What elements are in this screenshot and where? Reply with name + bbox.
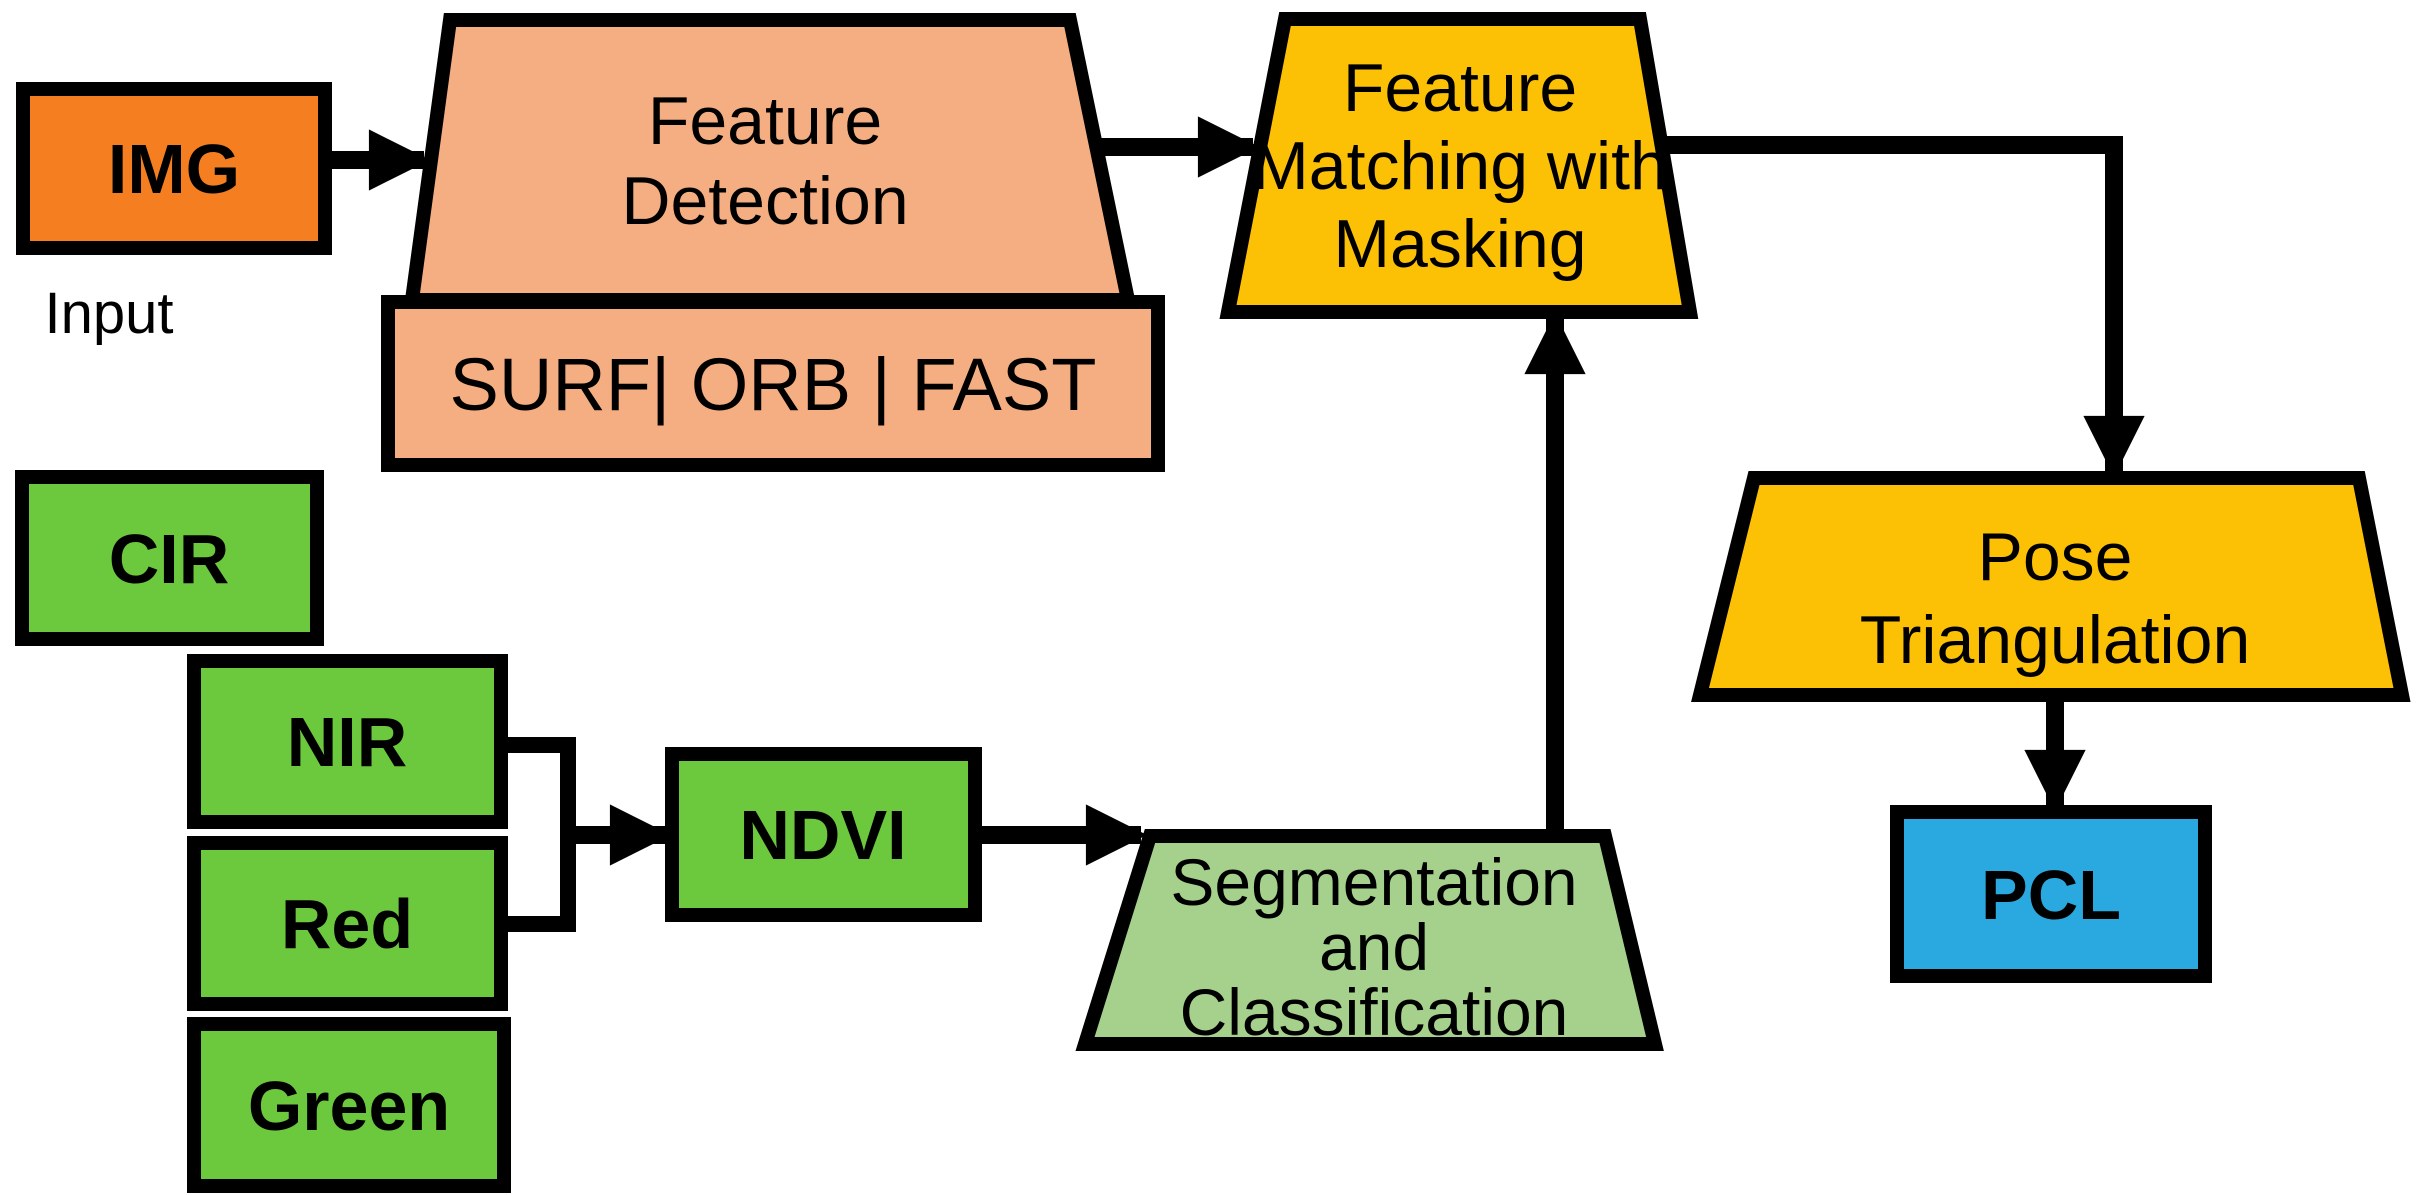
feature-detection-methods-box	[381, 295, 1165, 472]
cir-box	[15, 470, 324, 646]
green-box	[187, 1017, 511, 1193]
feature-detection-label-line2: Detection	[621, 163, 908, 239]
feature-matching-shape	[1219, 12, 1699, 319]
feature-matching-label-line3: Masking	[1333, 206, 1586, 282]
feature-detection-methods-label: SURF| ORB | FAST	[450, 343, 1097, 426]
nir-label: NIR	[287, 703, 408, 781]
img-box	[16, 82, 332, 255]
nir-box	[187, 654, 508, 829]
ndvi-label: NDVI	[739, 796, 906, 874]
red-box	[187, 836, 508, 1011]
pose-triangulation-label-line2: Triangulation	[1860, 602, 2251, 678]
arrow-feature-matching-to-pose-triangulation	[1661, 136, 2145, 478]
feature-matching-label-line2: Matching with	[1252, 128, 1668, 204]
input-caption: Input	[45, 281, 174, 346]
ndvi-box	[665, 747, 982, 922]
feature-matching-label-line1: Feature	[1343, 50, 1577, 126]
feature-detection-label-line1: Feature	[648, 83, 882, 159]
nir-red-merge-bracket	[501, 737, 576, 932]
img-label: IMG	[108, 130, 240, 208]
segmentation-label-line2: and	[1319, 910, 1429, 984]
segmentation-label-line3: Classification	[1180, 975, 1569, 1049]
cir-label: CIR	[109, 520, 230, 598]
segmentation-shape	[1075, 829, 1664, 1051]
green-label: Green	[248, 1067, 450, 1145]
pcl-label: PCL	[1981, 856, 2121, 934]
red-label: Red	[281, 885, 413, 963]
pose-triangulation-shape	[1691, 471, 2411, 702]
pose-triangulation-label-line1: Pose	[1978, 519, 2133, 595]
segmentation-label-line1: Segmentation	[1170, 845, 1577, 919]
pcl-box	[1890, 805, 2212, 983]
feature-detection-shape	[403, 13, 1137, 307]
